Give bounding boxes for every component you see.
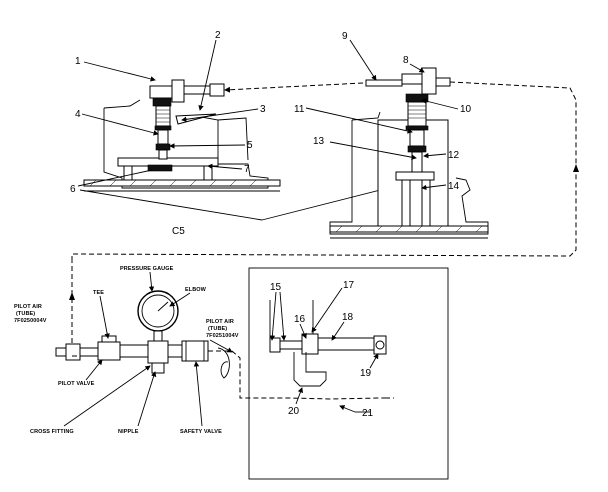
label-pilot-air-right-3: 7F0251004V — [206, 333, 239, 339]
callout-11: 11 — [294, 104, 305, 115]
label-elbow: ELBOW — [185, 287, 207, 293]
label-safety-valve: SAFETY VALVE — [180, 429, 222, 435]
callout-3: 3 — [260, 104, 266, 115]
callout-17: 17 — [343, 280, 355, 291]
figure-code: C5 — [172, 226, 185, 237]
callout-8: 8 — [403, 55, 409, 66]
detail-box-leaders — [269, 287, 379, 413]
bottom-left-test-assembly — [55, 290, 385, 400]
callout-4: 4 — [75, 109, 81, 120]
label-pilot-air-left-3: 7F0250004V — [14, 318, 47, 324]
callout-5: 5 — [247, 140, 253, 151]
callout-7: 7 — [244, 164, 250, 175]
detail-box — [248, 267, 449, 480]
top-left-leaders — [77, 39, 405, 221]
top-right-valve-assembly — [329, 67, 489, 239]
callout-1: 1 — [75, 56, 81, 67]
label-pilot-air-right-2: (TUBE) — [208, 326, 227, 332]
callout-15: 15 — [270, 282, 282, 293]
top-right-leaders — [305, 39, 459, 191]
label-pressure-gauge: PRESSURE GAUGE — [120, 266, 174, 272]
callout-6: 6 — [70, 184, 76, 195]
callout-13: 13 — [313, 136, 325, 147]
bottom-left-leaders — [63, 271, 233, 427]
callout-18: 18 — [342, 312, 354, 323]
callout-12: 12 — [448, 150, 460, 161]
callout-10: 10 — [460, 104, 472, 115]
label-pilot-air-left-2: (TUBE) — [16, 311, 35, 317]
callout-20: 20 — [288, 406, 300, 417]
label-pilot-valve: PILOT VALVE — [58, 381, 95, 387]
top-left-valve-assembly — [83, 79, 281, 192]
callout-9: 9 — [342, 31, 348, 42]
callout-2: 2 — [215, 30, 221, 41]
callout-21: 21 — [362, 408, 374, 419]
label-pilot-air-right-1: PILOT AIR — [206, 319, 234, 325]
label-cross-fitting: CROSS FITTING — [30, 429, 74, 435]
upper-air-line — [69, 81, 579, 356]
callout-14: 14 — [448, 181, 460, 192]
callout-19: 19 — [360, 368, 372, 379]
callout-16: 16 — [294, 314, 306, 325]
label-nipple: NIPPLE — [118, 429, 139, 435]
label-pilot-air-left-1: PILOT AIR — [14, 304, 42, 310]
label-tee: TEE — [93, 290, 104, 296]
